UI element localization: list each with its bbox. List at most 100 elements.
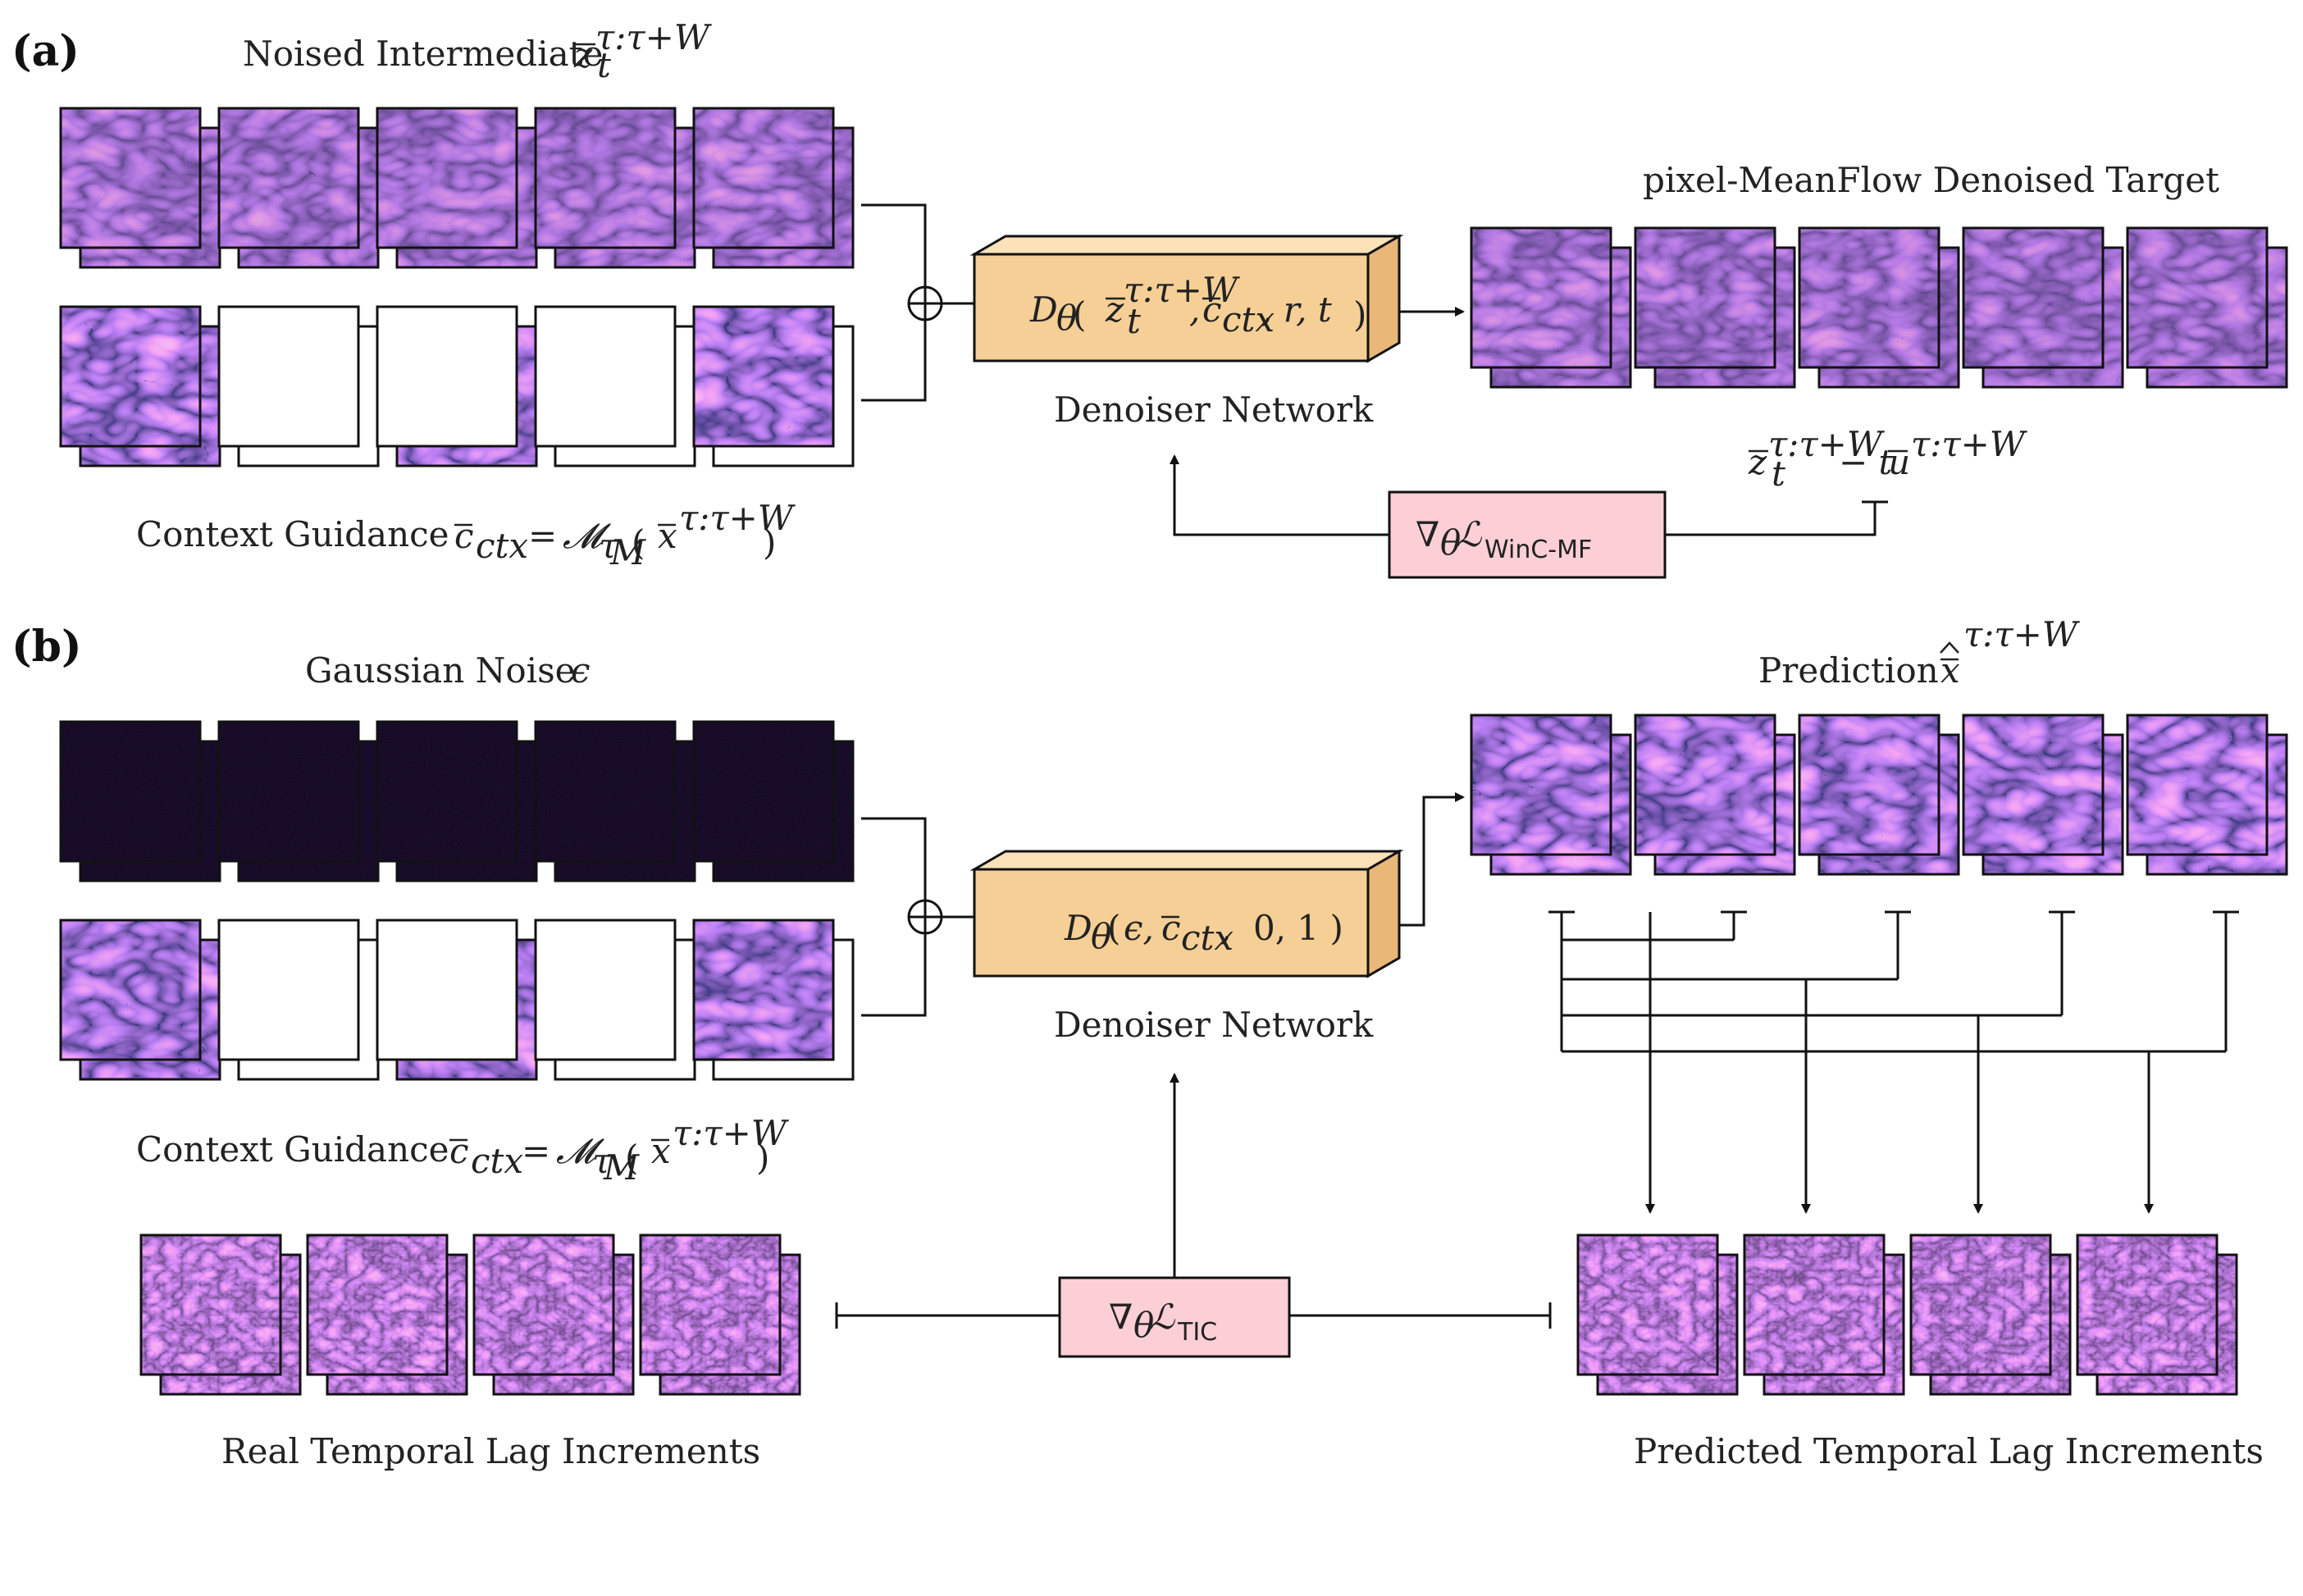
context-guidance-title-a: Context Guidance — [136, 514, 449, 554]
frame-stack — [217, 305, 380, 467]
frame-stack — [376, 107, 538, 269]
svg-text:u: u — [1888, 442, 1910, 482]
frame-stack — [1470, 714, 1632, 876]
svg-text:z: z — [1105, 290, 1124, 330]
frame-stack — [1909, 1233, 2072, 1396]
svg-text:τ: τ — [592, 1141, 612, 1181]
frame-stack — [692, 720, 855, 882]
svg-text:,: , — [1189, 290, 1200, 330]
gaussian-noise-title: Gaussian Noise — [305, 650, 576, 691]
svg-text:x: x — [1940, 650, 1960, 691]
frame-stack — [2076, 1233, 2238, 1396]
frame-stack — [217, 107, 380, 269]
svg-text:t: t — [1772, 454, 1785, 494]
svg-text:τ:τ+W: τ:τ+W — [1768, 424, 1886, 464]
svg-text:TIC: TIC — [1177, 1318, 1217, 1347]
svg-text:∇: ∇ — [1416, 514, 1439, 554]
frame-stack — [306, 1233, 468, 1396]
svg-text:τ:τ+W: τ:τ+W — [1911, 424, 2028, 464]
frame-stack — [217, 919, 380, 1081]
svg-text:c: c — [454, 516, 474, 556]
svg-text:τ:τ+W: τ:τ+W — [673, 1113, 790, 1153]
frame-stack — [376, 720, 538, 882]
svg-text:D: D — [1029, 290, 1058, 330]
frame-stack — [1798, 714, 1960, 876]
denoiser-network-label-b: Denoiser Network — [1054, 1005, 1374, 1045]
svg-text:(: ( — [1107, 908, 1120, 948]
svg-text:,: , — [1220, 908, 1231, 948]
frame-stack — [1743, 1233, 1905, 1396]
denoiser-network-a: D θ ( z t τ:τ+W , c ctx , r, t ) — [969, 234, 1404, 363]
context-guidance-title-b: Context Guidance — [136, 1129, 449, 1170]
prediction-title: Prediction — [1758, 650, 1939, 691]
predicted-increment-frames — [1576, 1233, 2238, 1396]
svg-text:t: t — [597, 45, 611, 85]
gaussian-noise-frames — [59, 720, 855, 882]
svg-text:M: M — [609, 532, 646, 572]
noised-intermediate-title: Noised Intermediate — [243, 34, 603, 74]
loss-winc-mf: ∇ θ ℒ WinC-MF — [1388, 490, 1667, 579]
frame-stack — [217, 720, 380, 882]
svg-text:0, 1 ): 0, 1 ) — [1253, 908, 1343, 948]
increment-wiring — [1548, 910, 2239, 1214]
svg-text:(: ( — [632, 522, 645, 563]
frame-stack — [534, 107, 696, 269]
svg-text:θ: θ — [1091, 916, 1111, 956]
svg-text:θ: θ — [1133, 1305, 1154, 1345]
noised-intermediate-symbol: z t τ:τ+W — [573, 17, 713, 85]
svg-text:τ:τ+W: τ:τ+W — [1963, 614, 2081, 654]
prediction-symbol: x τ:τ+W — [1940, 614, 2081, 691]
svg-text:x: x — [658, 516, 677, 556]
svg-text:ctx: ctx — [471, 1141, 523, 1181]
frame-stack — [1634, 226, 1796, 389]
frame-stack — [376, 919, 538, 1081]
svg-text:WinC-MF: WinC-MF — [1484, 536, 1592, 564]
svg-text:τ:τ+W: τ:τ+W — [679, 498, 796, 538]
prediction-frames — [1470, 714, 2288, 876]
frame-stack — [59, 919, 221, 1081]
svg-text:ctx: ctx — [1222, 299, 1275, 340]
frame-stack — [2126, 714, 2288, 876]
frame-stack — [59, 305, 221, 467]
svg-text:ctx: ctx — [1181, 918, 1234, 958]
frame-stack — [376, 305, 538, 467]
frame-stack — [472, 1233, 635, 1396]
context-guidance-formula-a: c ctx = 𝓜 τ M ( x τ:τ+W ) — [454, 498, 796, 572]
svg-text:=: = — [522, 1131, 550, 1171]
svg-text:): ) — [763, 522, 776, 563]
frame-stack — [59, 107, 221, 269]
svg-text:ℒ: ℒ — [1150, 1297, 1175, 1337]
frame-stack — [639, 1233, 801, 1396]
predicted-increments-label: Predicted Temporal Lag Increments — [1634, 1431, 2264, 1471]
svg-text:τ: τ — [599, 526, 618, 566]
svg-text:− t: − t — [1839, 442, 1893, 482]
svg-text:x: x — [651, 1131, 671, 1171]
svg-text:ϵ,: ϵ, — [1124, 908, 1154, 948]
context-guidance-frames-a — [59, 305, 855, 467]
panel-a-label: (a) — [11, 26, 80, 76]
svg-text:c: c — [449, 1131, 469, 1171]
svg-text:θ: θ — [1056, 298, 1077, 338]
svg-text:θ: θ — [1440, 522, 1461, 563]
frame-stack — [1962, 714, 2124, 876]
noised-intermediate-frames — [59, 107, 855, 269]
real-increment-frames — [139, 1233, 801, 1396]
target-expression: z t τ:τ+W − t u τ:τ+W — [1748, 424, 2028, 494]
denoised-target-title: pixel-MeanFlow Denoised Target — [1643, 160, 2219, 200]
panel-b-label: (b) — [11, 622, 82, 672]
svg-text:): ) — [756, 1138, 769, 1178]
frame-stack — [534, 919, 696, 1081]
frame-stack — [1470, 226, 1632, 389]
svg-text:τ:τ+W: τ:τ+W — [595, 17, 713, 57]
svg-text:t: t — [1127, 301, 1141, 341]
frame-stack — [534, 720, 696, 882]
svg-text:ctx: ctx — [476, 526, 528, 566]
frame-stack — [2126, 226, 2288, 389]
svg-text:=: = — [528, 516, 557, 556]
loss-tic: ∇ θ ℒ TIC — [1058, 1276, 1291, 1358]
svg-text:c: c — [1161, 908, 1181, 948]
frame-stack — [59, 720, 221, 882]
frame-stack — [1634, 714, 1796, 876]
frame-stack — [692, 305, 855, 467]
